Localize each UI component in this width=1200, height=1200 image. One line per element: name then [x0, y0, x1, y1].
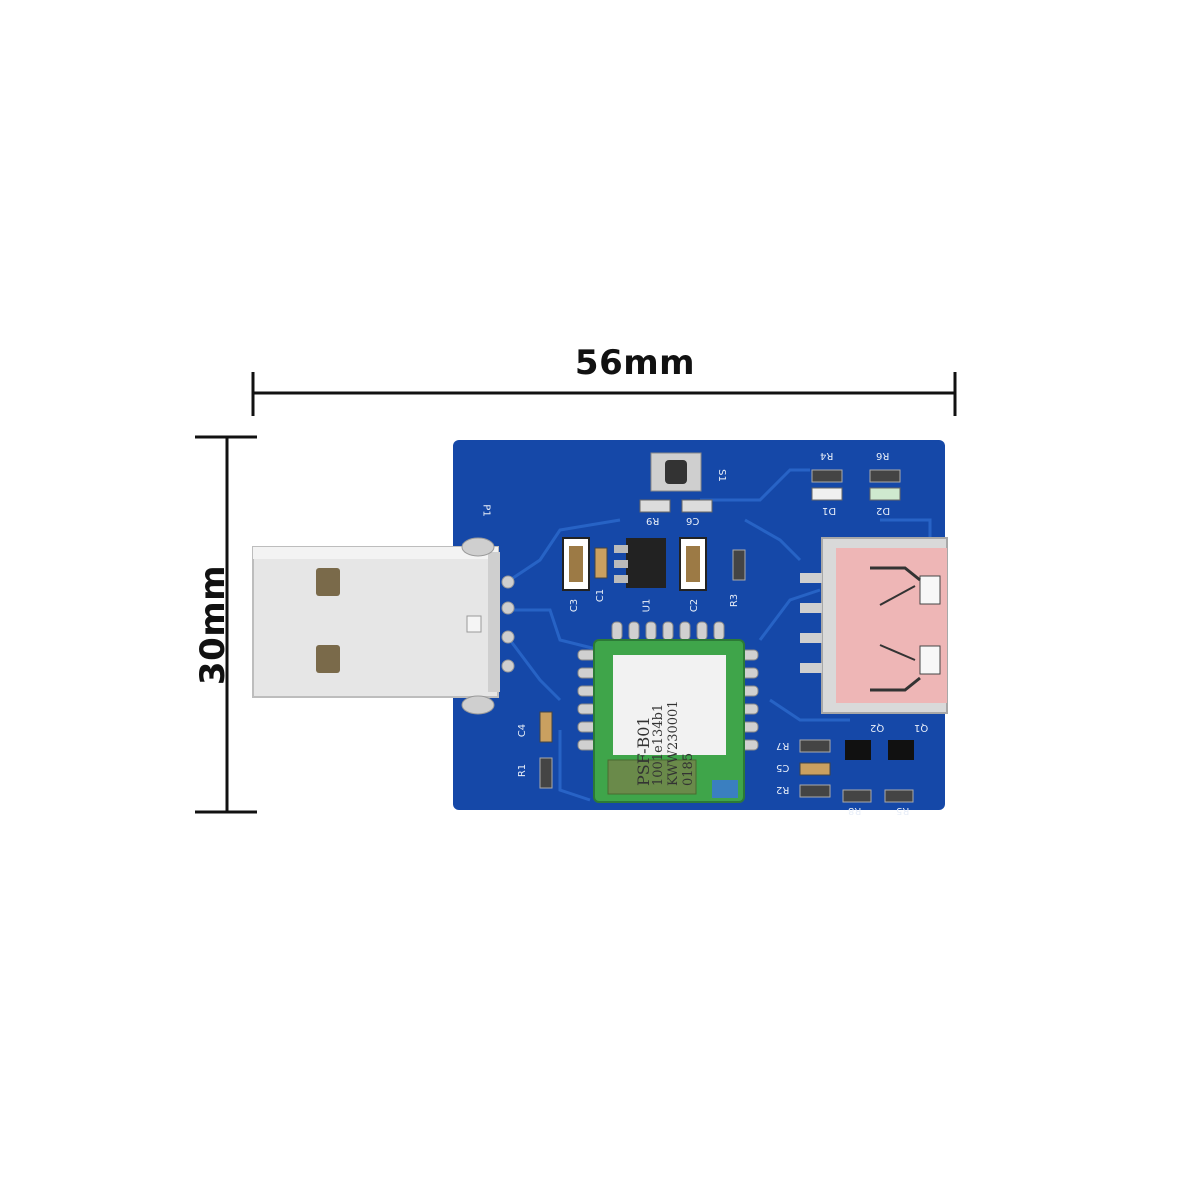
label-r8: R8 — [848, 805, 862, 816]
width-dimension-line — [251, 372, 957, 416]
passive-components — [539, 469, 914, 803]
label-c3: C3 — [569, 598, 581, 613]
width-label: 56mm — [574, 343, 696, 383]
label-r6: R6 — [876, 450, 890, 461]
label-r3: R3 — [729, 593, 741, 608]
label-r4: R4 — [820, 450, 834, 461]
label-r9: R9 — [646, 515, 660, 526]
label-s1: S1 — [715, 469, 727, 482]
label-d1: D1 — [822, 505, 837, 516]
bluetooth-module — [577, 621, 759, 803]
label-c1: C1 — [595, 588, 607, 603]
label-p1: P1 — [480, 504, 492, 517]
usb-plug-pads — [461, 537, 515, 715]
label-c2: C2 — [689, 598, 701, 613]
label-r1: R1 — [517, 763, 529, 778]
usb-a-plug — [252, 546, 500, 698]
label-r7: R7 — [776, 740, 790, 751]
label-c5: C5 — [776, 762, 790, 773]
label-r5: R5 — [896, 805, 910, 816]
tactile-switch — [650, 452, 702, 492]
usb-a-socket — [800, 537, 948, 714]
label-d2: D2 — [876, 505, 891, 516]
label-q1: Q1 — [914, 722, 929, 733]
label-u1: U1 — [641, 598, 653, 613]
label-q2: Q2 — [870, 722, 885, 733]
regulator-chip — [614, 538, 666, 588]
label-r2: R2 — [776, 784, 790, 795]
label-c6: C6 — [686, 515, 700, 526]
label-c4: C4 — [517, 723, 529, 738]
height-dimension-line — [195, 435, 257, 814]
